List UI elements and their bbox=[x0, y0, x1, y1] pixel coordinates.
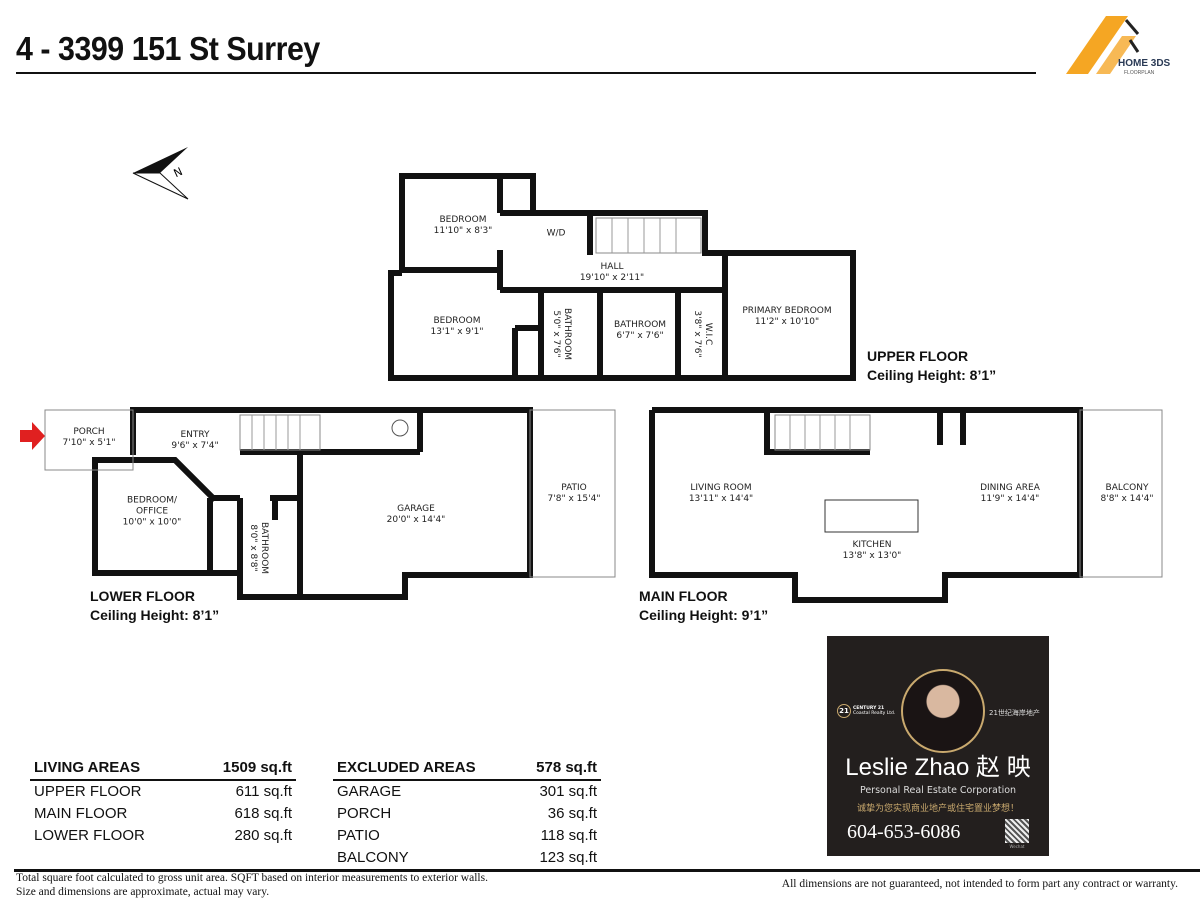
entrance-arrow-icon bbox=[20, 422, 45, 450]
logo-mark-icon bbox=[1066, 16, 1140, 74]
page-title: 4 - 3399 151 St Surrey bbox=[16, 30, 320, 67]
patio-outline bbox=[529, 409, 616, 578]
agent-title: Personal Real Estate Corporation bbox=[859, 785, 1017, 796]
disclaimer: All dimensions are not guaranteed, not i… bbox=[781, 878, 1178, 890]
upper-floor-outline bbox=[388, 173, 856, 381]
logo-subtext: FLOORPLAN bbox=[1124, 70, 1155, 76]
agent-photo bbox=[901, 669, 985, 753]
room-wd: W/D bbox=[546, 228, 566, 239]
lower-floor-outline bbox=[92, 407, 533, 600]
title-divider bbox=[16, 72, 1036, 74]
brokerage-chinese: 21世纪海岸地产 bbox=[989, 709, 1040, 717]
agent-phone[interactable]: 604-653-6086 bbox=[847, 821, 961, 843]
agent-slogan: 诚挚为您实现商业地产或住宅置业梦想！ bbox=[856, 804, 1019, 814]
wechat-qr-icon[interactable] bbox=[1005, 819, 1029, 843]
kitchen-island bbox=[824, 499, 919, 533]
note-line-2: Size and dimensions are approximate, act… bbox=[16, 886, 270, 898]
home3ds-logo: HOME 3DS FLOORPLAN bbox=[1066, 14, 1186, 76]
qr-label: Wechat bbox=[1009, 844, 1025, 849]
note-line-1: Total square foot calculated to gross un… bbox=[16, 872, 488, 884]
floorplan-walls bbox=[20, 173, 1163, 603]
compass: N bbox=[130, 143, 192, 203]
logo-text: HOME 3DS bbox=[1118, 58, 1171, 69]
porch-outline bbox=[44, 409, 134, 471]
main-floor-outline bbox=[649, 407, 1083, 603]
agent-name: Leslie Zhao 赵 映 bbox=[845, 754, 1031, 781]
stairs-upper bbox=[595, 217, 702, 254]
footer-divider bbox=[14, 869, 1200, 872]
compass-north-icon: N bbox=[132, 147, 189, 200]
balcony-outline bbox=[1079, 409, 1163, 578]
stairs-lower bbox=[239, 414, 321, 451]
stairs-main bbox=[774, 414, 871, 451]
